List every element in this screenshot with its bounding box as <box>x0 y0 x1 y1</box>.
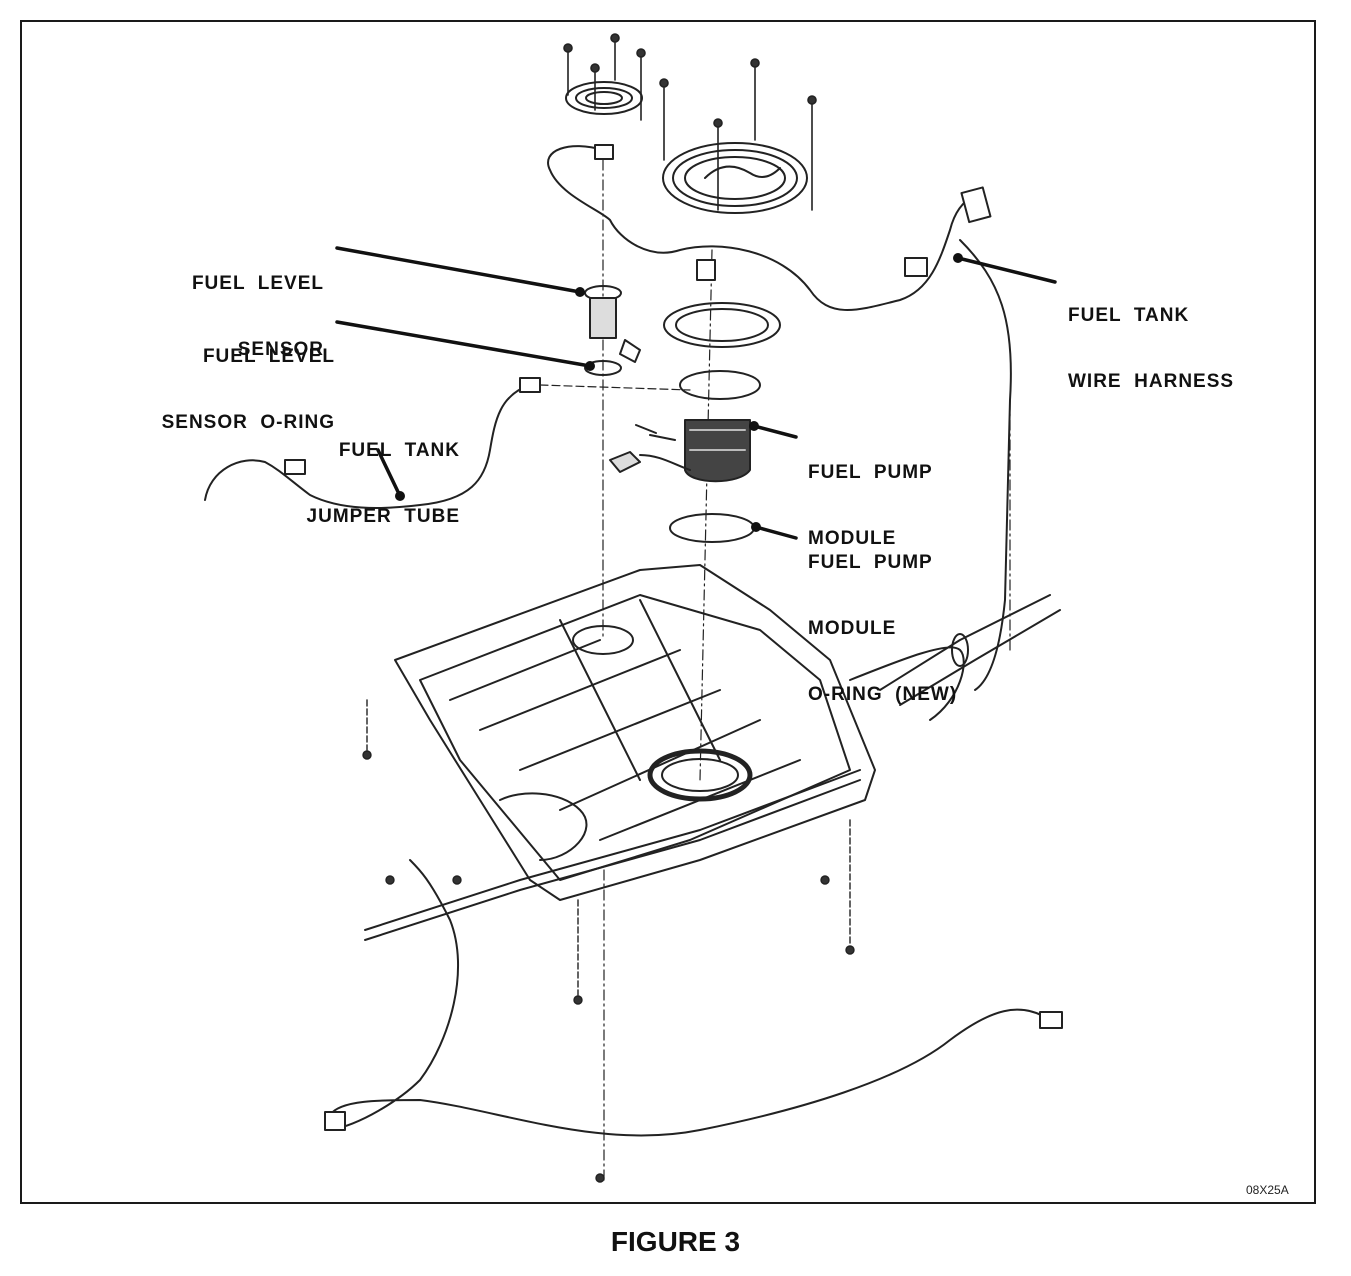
top-bolts <box>563 33 817 211</box>
leader-fuel-tank-wire-harness <box>956 256 1057 284</box>
fuel-level-sensor-oring-label: FUEL LEVEL SENSOR O-RING <box>161 346 335 433</box>
sensor-cover-plate <box>565 81 643 115</box>
fuel-pump-module-oring <box>669 513 755 543</box>
pump-cover-plate <box>662 142 808 214</box>
fuel-level-sensor-oring <box>584 360 622 376</box>
figure-code: 08X25A <box>1246 1183 1289 1197</box>
tank-bolts <box>362 699 855 1183</box>
leader-fuel-tank-jumper-tube <box>376 448 402 498</box>
lower-fuel-lines <box>329 859 1051 1137</box>
lock-ring <box>663 302 781 348</box>
fuel-pump-module-oring-label: FUEL PUMP MODULE O-RING (NEW) <box>808 552 958 705</box>
figure-caption: FIGURE 3 <box>610 1226 741 1257</box>
fuel-level-sensor-label: FUEL LEVEL SENSOR <box>191 273 324 360</box>
leader-fuel-level-sensor <box>335 246 582 294</box>
fuel-level-sensor <box>584 285 641 363</box>
filler-pipe <box>879 594 1061 706</box>
leader-fuel-pump-module <box>752 424 798 439</box>
fuel-tank-jumper-tube <box>204 384 531 509</box>
fuel-tank-wire-harness-label: FUEL TANK WIRE HARNESS <box>1068 305 1235 392</box>
fuel-tank <box>394 564 876 901</box>
fuel-pump-module-label: FUEL PUMP MODULE <box>808 462 933 549</box>
fuel-tank-jumper-tube-label: FUEL TANK JUMPER TUBE <box>306 440 460 527</box>
fuel-pump-module <box>609 370 761 483</box>
leader-fuel-level-sensor-oring <box>335 320 592 368</box>
diagram-frame <box>20 20 1316 1204</box>
sensor-wire <box>547 145 976 311</box>
leader-fuel-pump-module-oring <box>754 525 798 540</box>
